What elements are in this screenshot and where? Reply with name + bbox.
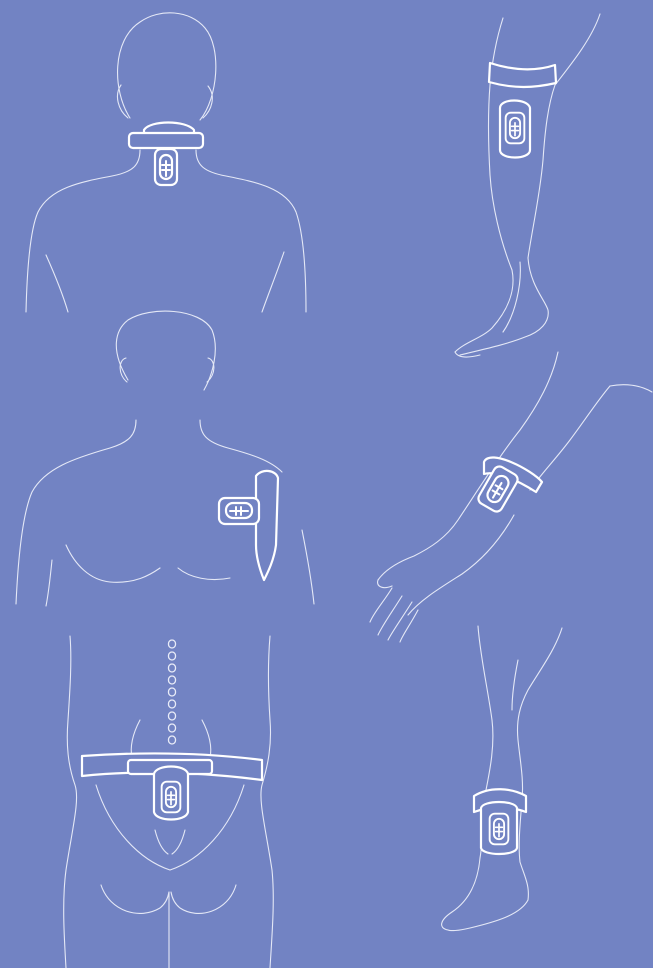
background — [0, 0, 653, 968]
placement-diagram — [0, 0, 653, 968]
placement-diagram-svg — [0, 0, 653, 968]
